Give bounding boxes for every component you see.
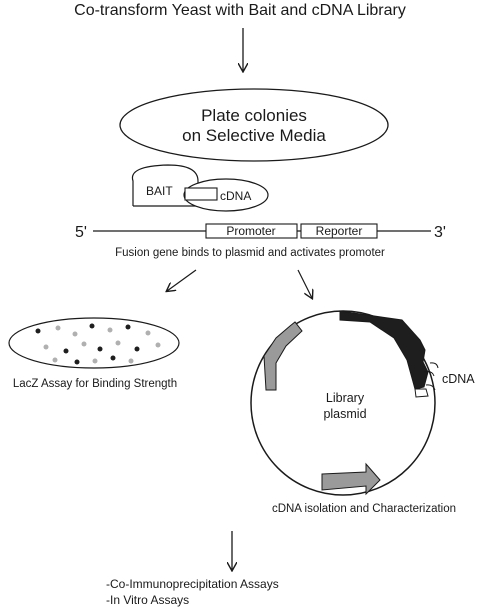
colony-dot [128, 358, 134, 364]
plate-step: Plate colonies on Selective Media [119, 88, 389, 162]
colony-dot [145, 330, 151, 336]
title-text: Co-transform Yeast with Bait and cDNA Li… [74, 2, 406, 19]
colony-dot [52, 357, 58, 363]
cdna-ellipse [183, 178, 269, 212]
colony-dot [74, 359, 80, 365]
bait-protein-shape [131, 164, 199, 206]
gray-arrow-left [263, 321, 303, 391]
plasmid-cdna-label: cDNA [442, 372, 475, 386]
colony-dot [134, 346, 140, 352]
insert-strand-ends [423, 362, 439, 391]
colony-dot [81, 341, 87, 347]
reporter-box [300, 223, 378, 239]
plate-line-2: on Selective Media [182, 126, 326, 145]
colony-dot [155, 342, 161, 348]
reporter-label: Reporter [316, 224, 363, 238]
plasmid-center-line-1: Library [326, 391, 365, 405]
lacz-plate-ellipse [8, 317, 180, 369]
five-prime-label: 5' [75, 224, 87, 241]
fusion-caption: Fusion gene binds to plasmid and activat… [115, 247, 385, 259]
library-plasmid: Library plasmid cDNA cDNA isolation and … [250, 310, 475, 515]
cdna-insert-segment [339, 310, 429, 390]
colony-dot [35, 328, 41, 334]
colony-dot [125, 324, 131, 330]
colony-dot [89, 323, 95, 329]
followup-line-1: -Co-Immunoprecipitation Assays [106, 577, 279, 591]
colony-dot [97, 346, 103, 352]
insert-junction-box [414, 388, 429, 398]
arrow-to-lacz [167, 269, 197, 291]
bait-label: BAIT [146, 184, 173, 198]
followup-line-2: -In Vitro Assays [106, 593, 189, 607]
three-prime-label: 3' [434, 224, 446, 241]
colony-dot [72, 331, 78, 337]
promoter-box [205, 223, 298, 239]
colony-dot [63, 348, 69, 354]
colony-dot [107, 327, 113, 333]
colony-dot [115, 340, 121, 346]
fusion-link-box [184, 187, 218, 201]
colony-dot [43, 344, 49, 350]
colony-dots [35, 323, 161, 365]
gray-arrow-bottom [321, 462, 381, 496]
cdna-label-construct: cDNA [220, 189, 251, 203]
colony-dot [92, 358, 98, 364]
plate-line-1: Plate colonies [201, 106, 307, 125]
plasmid-caption: cDNA isolation and Characterization [272, 503, 456, 515]
colony-dot [55, 325, 61, 331]
lacz-caption: LacZ Assay for Binding Strength [13, 378, 177, 390]
plate-ellipse [119, 88, 389, 162]
arrow-to-plasmid [297, 269, 312, 298]
fusion-construct: BAIT cDNA 5' 3' Promoter Reporter Fusion… [75, 164, 446, 259]
promoter-label: Promoter [226, 224, 275, 238]
lacz-assay: LacZ Assay for Binding Strength [8, 317, 180, 390]
plasmid-center-line-2: plasmid [323, 407, 366, 421]
colony-dot [110, 355, 116, 361]
